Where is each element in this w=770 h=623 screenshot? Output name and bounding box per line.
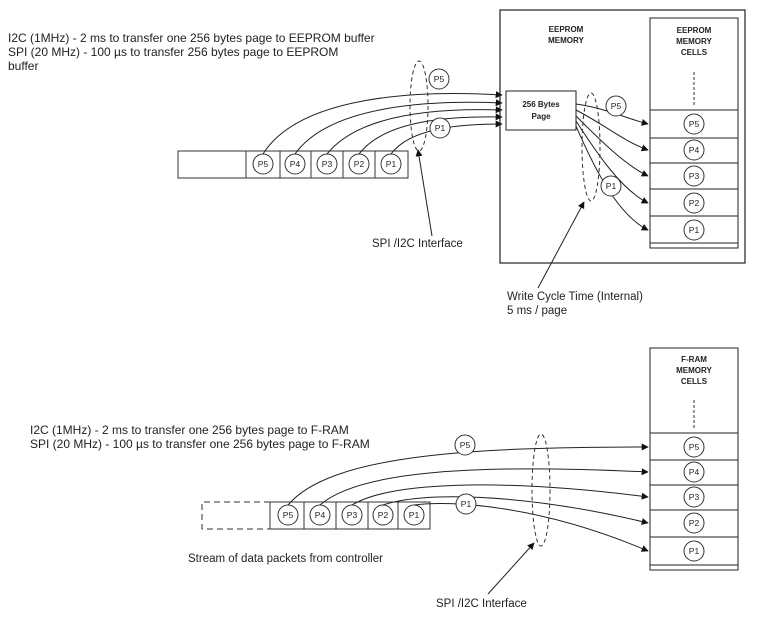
fram-cell-p1-label: P1	[689, 546, 700, 556]
bottom-packet-p5-label: P5	[283, 510, 294, 520]
fram-arc-packet-p1	[455, 493, 477, 515]
write-cycle-rate: 5 ms / page	[507, 305, 567, 317]
bottom-interface-ellipse	[531, 433, 551, 547]
fram-cell-p5-label: P5	[689, 442, 700, 452]
page-buffer-box	[505, 90, 577, 131]
fram-arrow-p2	[382, 496, 649, 525]
eeprom-cell-p2	[683, 192, 705, 214]
eeprom-cell-p3	[683, 165, 705, 187]
bottom-packet-p2-label: P2	[378, 510, 389, 520]
top-interface-pointer	[415, 149, 433, 237]
bottom-packet-stream: P5 P4 P3 P2 P1	[201, 501, 431, 530]
eeprom-cell-p4	[683, 139, 705, 161]
arrow-p2	[358, 113, 503, 155]
fram-cell-p4	[683, 461, 705, 483]
page-buffer-line1: 256 Bytes	[522, 100, 560, 109]
eeprom-cell-p5	[683, 113, 705, 135]
write-arc-packet-p1	[600, 175, 622, 197]
write-cycle-pointer	[537, 201, 585, 289]
arrow-p5	[262, 91, 503, 155]
eeprom-title-line2: MEMORY	[548, 36, 584, 45]
bottom-packet-p4-label: P4	[315, 510, 326, 520]
fram-cells-line1: F-RAM	[681, 355, 707, 364]
top-packet-stream: P5 P4 P3 P2 P1	[177, 150, 409, 179]
top-arc-packet-p5	[428, 68, 450, 90]
fram-arc-packet-p1-label: P1	[461, 499, 472, 509]
stream-label: Stream of data packets from controller	[188, 553, 383, 565]
bottom-interface-pointer	[487, 542, 535, 595]
top-desc-spi: SPI (20 MHz) - 100 µs to transfer 256 by…	[8, 45, 338, 59]
arrow-p3	[326, 106, 503, 155]
fram-transfer-arrows	[287, 443, 649, 552]
eeprom-cell-p3-label: P3	[689, 171, 700, 181]
fram-cell-p3-label: P3	[689, 492, 700, 502]
arrow-p4	[294, 99, 503, 155]
fram-arc-packet-p5	[454, 434, 476, 456]
packet-p4-label: P4	[290, 159, 301, 169]
write-arc-packet-p5-label: P5	[611, 101, 622, 111]
fram-cells-box	[649, 347, 739, 571]
write-arrow-p3	[575, 115, 649, 177]
top-interface-label: SPI /I2C Interface	[372, 238, 463, 250]
eeprom-write-arrows	[575, 103, 649, 231]
bottom-desc-spi: SPI (20 MHz) - 100 µs to transfer one 25…	[30, 437, 370, 451]
fram-cell-p3	[683, 486, 705, 508]
packet-p3-label: P3	[322, 159, 333, 169]
write-cycle-label: Write Cycle Time (Internal)	[507, 291, 643, 303]
eeprom-cells-box	[649, 17, 739, 249]
eeprom-cells-line3: CELLS	[681, 48, 708, 57]
top-arc-packet-p1	[429, 117, 451, 139]
eeprom-cells-line1: EEPROM	[677, 26, 712, 35]
fram-cells-line2: MEMORY	[676, 366, 712, 375]
fram-arrow-p3	[351, 484, 649, 506]
write-arrow-p4	[575, 109, 649, 152]
eeprom-cells-line2: MEMORY	[676, 37, 712, 46]
bottom-stream-dashed	[201, 501, 270, 530]
bottom-interface-label: SPI /I2C Interface	[436, 598, 527, 610]
bottom-packet-p1-label: P1	[409, 510, 420, 520]
top-desc-i2c: I2C (1MHz) - 2 ms to transfer one 256 by…	[8, 31, 375, 45]
fram-arrow-p5	[287, 443, 649, 506]
fram-cell-p5	[683, 436, 705, 458]
fram-arrow-p4	[319, 468, 649, 506]
eeprom-section: I2C (1MHz) - 2 ms to transfer one 256 by…	[8, 9, 746, 317]
top-transfer-arrows	[262, 91, 503, 155]
top-interface-ellipse	[409, 60, 429, 152]
packet-p5-label: P5	[258, 159, 269, 169]
eeprom-cell-p4-label: P4	[689, 145, 700, 155]
fram-section: I2C (1MHz) - 2 ms to transfer one 256 by…	[30, 347, 739, 610]
write-arc-packet-p5	[605, 95, 627, 117]
bottom-packet-p3-label: P3	[347, 510, 358, 520]
write-arc-packet-p1-label: P1	[606, 181, 617, 191]
eeprom-cell-p5-label: P5	[689, 119, 700, 129]
write-cycle-ellipse	[581, 92, 601, 202]
fram-cell-p2-label: P2	[689, 518, 700, 528]
top-stream-box	[177, 150, 409, 179]
fram-arc-packet-p5-label: P5	[460, 440, 471, 450]
eeprom-cell-p2-label: P2	[689, 198, 700, 208]
fram-cells-line3: CELLS	[681, 377, 708, 386]
top-arc-packet-p5-label: P5	[434, 74, 445, 84]
eeprom-cell-p1-label: P1	[689, 225, 700, 235]
bottom-stream-box	[269, 501, 431, 530]
top-desc-spi-cont: buffer	[8, 59, 38, 73]
packet-p2-label: P2	[354, 159, 365, 169]
eeprom-cell-p1	[683, 219, 705, 241]
eeprom-title-line1: EEPROM	[549, 25, 584, 34]
fram-cell-p4-label: P4	[689, 467, 700, 477]
eeprom-memory-box	[499, 9, 746, 264]
bottom-desc-i2c: I2C (1MHz) - 2 ms to transfer one 256 by…	[30, 423, 349, 437]
packet-p1-label: P1	[386, 159, 397, 169]
write-arrow-p2	[575, 120, 649, 204]
fram-cell-p2	[683, 512, 705, 534]
page-buffer-line2: Page	[531, 112, 551, 121]
fram-cell-p1	[683, 540, 705, 562]
fram-arrow-p1	[413, 502, 649, 552]
top-arc-packet-p1-label: P1	[435, 123, 446, 133]
